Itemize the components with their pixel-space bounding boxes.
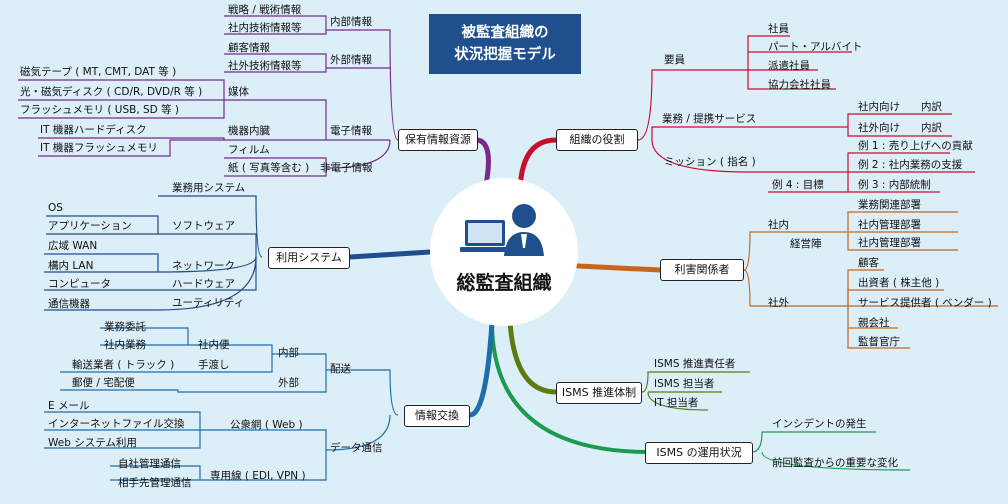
isms-ops-item: 前回監査からの重要な変化 <box>772 457 898 469</box>
device-item: IT 機器フラッシュメモリ <box>40 142 158 154</box>
isms-org-item: IT 担当者 <box>654 397 699 409</box>
info-item: 顧客情報 <box>228 42 270 54</box>
branch-isms-org: ISMS 推進体制 <box>556 382 642 404</box>
staff-item: パート・アルバイト <box>768 41 863 53</box>
node-external-info: 外部情報 <box>330 54 372 66</box>
stakeholder-item: 出資者 ( 株主他 ) <box>858 277 940 289</box>
node-data-comm: データ通信 <box>330 442 383 454</box>
stakeholder-item: 親会社 <box>858 317 890 329</box>
model-title-line2: 状況把握モデル <box>454 47 556 63</box>
stakeholder-item: 顧客 <box>858 257 879 269</box>
branch-stakeholders: 利害関係者 <box>660 259 744 281</box>
info-item: 社内技術情報等 <box>228 22 302 34</box>
branch-isms-ops: ISMS の運用状況 <box>645 442 753 464</box>
non-electronic-item: フィルム <box>228 144 270 156</box>
mission-item: 例 1 : 売り上げへの貢献 <box>858 140 973 152</box>
stakeholder-item: 業務関連部署 <box>858 199 921 211</box>
system-item: ユーティリティ <box>172 297 245 309</box>
system-item: ハードウェア <box>172 278 235 290</box>
branch-info-exchange: 情報交換 <box>404 405 470 427</box>
node-mission: ミッション ( 指名 ) <box>664 156 756 168</box>
stakeholder-item: サービス提供者 ( ベンダー ) <box>858 297 992 309</box>
data-comm-item: 自社管理通信 <box>118 458 181 470</box>
stakeholder-item: 社内管理部署 <box>858 219 921 231</box>
software-item: アプリケーション <box>48 220 132 232</box>
model-title: 被監査組織の 状況把握モデル <box>429 14 581 74</box>
delivery-item: 輸送業者 ( トラック ) <box>72 359 175 371</box>
non-electronic-item: 紙 ( 写真等含む ) <box>228 162 310 174</box>
node-device: 機器内臓 <box>228 125 270 137</box>
data-comm-item: 相手先管理通信 <box>118 477 192 489</box>
isms-org-item: ISMS 担当者 <box>654 378 715 390</box>
node-electronic: 電子情報 <box>330 125 372 137</box>
isms-org-item: ISMS 推進責任者 <box>654 358 736 370</box>
mission-item: 例 3 : 内部統制 <box>858 179 931 191</box>
node-dedicated-line: 専用線 ( EDI, VPN ) <box>210 470 306 482</box>
media-item: フラッシュメモリ ( USB, SD 等 ) <box>20 104 180 116</box>
stakeholder-item: 監督官庁 <box>858 336 900 348</box>
node-external: 社外 <box>768 297 789 309</box>
computer-user-icon <box>460 204 544 256</box>
mission-item: 例 2 : 社内業務の支援 <box>858 159 963 171</box>
system-item: ネットワーク <box>172 260 235 272</box>
staff-item: 社員 <box>768 23 789 35</box>
node-delivery-external: 外部 <box>278 377 299 389</box>
node-public-net: 公衆網 ( Web ) <box>230 419 303 431</box>
hardware-item: 通信機器 <box>48 298 90 310</box>
data-comm-item: Web システム利用 <box>48 437 137 449</box>
branch-role: 組織の役割 <box>556 129 638 151</box>
delivery-item: 郵便 / 宅配便 <box>72 377 135 389</box>
media-item: 磁気テープ ( MT, CMT, DAT 等 ) <box>20 66 177 78</box>
staff-item: 協力会社社員 <box>768 79 831 91</box>
data-comm-item: E メール <box>48 400 90 412</box>
center-label: 総監査組織 <box>456 272 552 294</box>
info-item: 社外技術情報等 <box>228 60 302 72</box>
stakeholder-item: 社内管理部署 <box>858 237 921 249</box>
isms-ops-item: インシデントの発生 <box>772 418 867 430</box>
mission-item: 例 4 : 目標 <box>772 179 824 191</box>
branch-info-assets: 保有情報資源 <box>398 129 478 151</box>
network-item: 広域 WAN <box>48 240 98 252</box>
hardware-item: コンピュータ <box>48 278 111 290</box>
device-item: IT 機器ハードディスク <box>40 124 147 136</box>
model-title-line1: 被監査組織の <box>461 25 549 41</box>
info-item: 戦略 / 戦術情報 <box>228 4 302 16</box>
branch-systems: 利用システム <box>268 247 350 269</box>
node-business: 業務 / 提携サービス <box>662 113 757 125</box>
node-internal-info: 内部情報 <box>330 16 372 28</box>
node-hand: 手渡し <box>198 359 230 371</box>
node-delivery: 配送 <box>330 363 351 375</box>
business-item: 社内向け 内訳 <box>858 101 942 113</box>
node-non-electronic: 非電子情報 <box>320 162 373 174</box>
delivery-item: 社内業務 <box>104 339 146 351</box>
system-item: ソフトウェア <box>172 220 235 232</box>
node-internal: 社内 <box>768 219 789 231</box>
network-item: 構内 LAN <box>48 260 94 272</box>
node-in-house: 社内便 <box>198 339 230 351</box>
node-media: 媒体 <box>228 86 249 98</box>
software-item: OS <box>48 202 63 214</box>
node-staff: 要員 <box>664 54 685 66</box>
node-delivery-internal: 内部 <box>278 347 299 359</box>
staff-item: 派遣社員 <box>768 60 810 72</box>
data-comm-item: インターネットファイル交換 <box>48 418 185 430</box>
media-item: 光・磁気ディスク ( CD/R, DVD/R 等 ) <box>20 86 203 98</box>
node-management: 経営陣 <box>790 238 822 250</box>
center-node <box>430 178 578 326</box>
system-item: 業務用システム <box>172 182 246 194</box>
business-item: 社外向け 内訳 <box>858 122 942 134</box>
delivery-item: 業務委託 <box>104 321 146 333</box>
